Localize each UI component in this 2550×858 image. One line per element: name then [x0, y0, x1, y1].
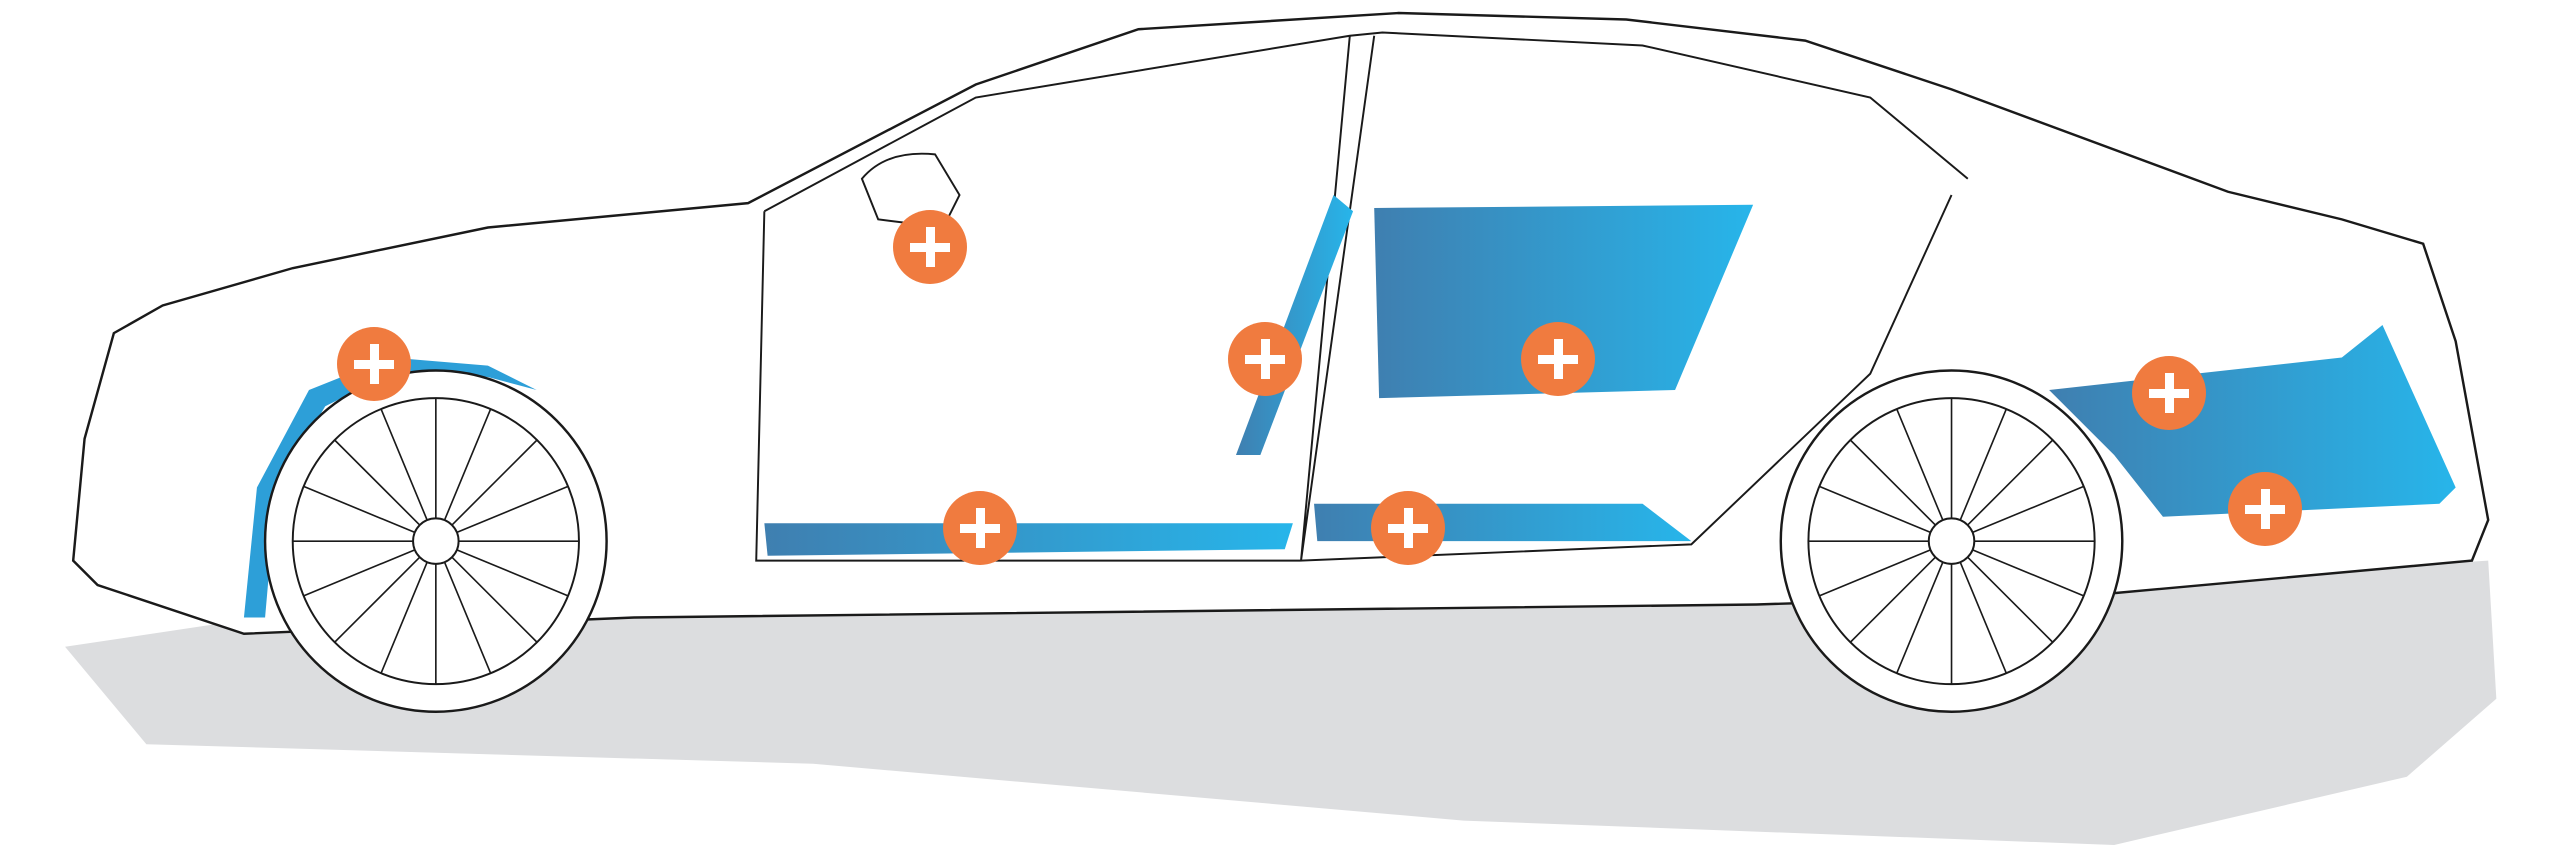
- wheel-spoke: [1849, 556, 1937, 643]
- hotspot-front-sill[interactable]: [943, 491, 1017, 565]
- wheel-spoke: [303, 485, 416, 534]
- hotspot-b-pillar[interactable]: [1228, 322, 1302, 396]
- rear-wheel: [1779, 369, 2124, 713]
- wheel-spoke: [380, 561, 428, 674]
- wheel-spoke: [380, 408, 428, 521]
- wheel-spoke: [1896, 408, 1944, 521]
- hotspot-rear-quarter-panel[interactable]: [2132, 356, 2206, 430]
- panel-rear-quarter: [2049, 325, 2456, 517]
- wheel-spoke: [1967, 556, 2054, 643]
- wheel-spoke: [456, 549, 569, 597]
- hotspot-mirror[interactable]: [893, 210, 967, 284]
- hotspot-rear-sill[interactable]: [1371, 491, 1445, 565]
- wheel-spoke: [1959, 561, 2008, 674]
- wheel-spoke: [303, 549, 416, 597]
- wheel-spoke: [334, 556, 421, 643]
- hotspot-rear-door-panel[interactable]: [1521, 322, 1595, 396]
- wheel-spoke: [456, 485, 569, 534]
- wheel-spoke: [1819, 485, 1931, 534]
- hotspot-front-wheel-arch[interactable]: [337, 327, 411, 401]
- panel-rear-door: [1374, 204, 1754, 399]
- wheel-spoke: [1959, 408, 2008, 521]
- wheel-spoke: [443, 408, 492, 521]
- window-line: [763, 31, 1969, 213]
- door-lines: [755, 35, 1953, 562]
- wheel-spoke: [1967, 439, 2054, 526]
- front-wheel: [263, 369, 608, 713]
- wheel-spoke: [1896, 561, 1944, 674]
- wheel-spoke: [1849, 439, 1937, 526]
- wheel-spoke: [1972, 485, 2085, 534]
- wheel-spoke: [334, 439, 421, 526]
- panel-front-sill: [764, 523, 1293, 556]
- wheel-spoke: [443, 561, 492, 674]
- hotspot-rear-bumper-side[interactable]: [2228, 472, 2302, 546]
- wheel-spoke: [451, 556, 538, 643]
- wheel-spoke: [1819, 549, 1931, 597]
- wheel-spoke: [1972, 549, 2085, 597]
- wheel-spoke: [451, 439, 538, 526]
- mirror: [860, 152, 961, 229]
